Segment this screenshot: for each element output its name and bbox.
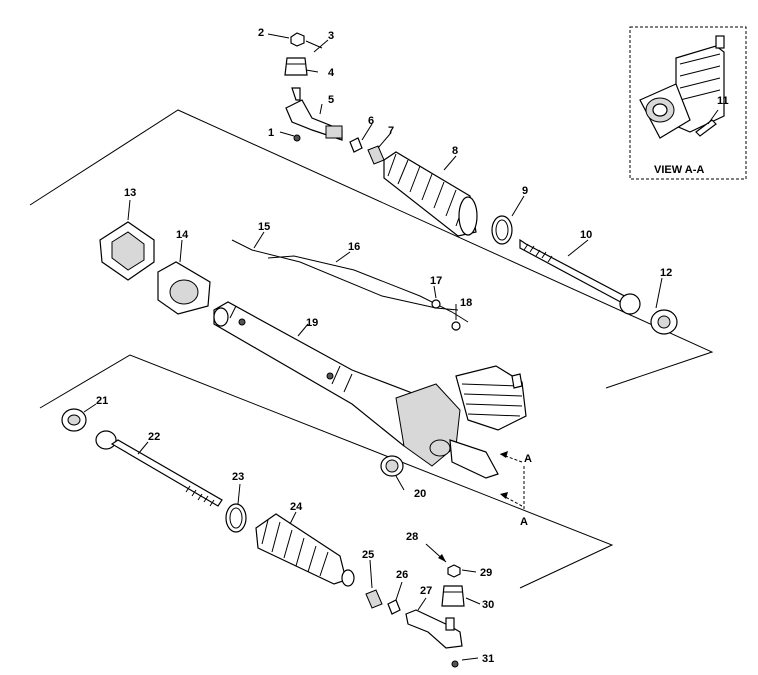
part-25-clamp — [365, 589, 383, 609]
part-21-bushing — [61, 408, 87, 432]
part-23-boot-clamp — [225, 503, 247, 533]
view-a-a-label: VIEW A-A — [654, 164, 704, 176]
part-1-grease-fitting — [293, 134, 301, 142]
section-mark-a-upper: A — [524, 453, 532, 465]
callout-16: 16 — [348, 241, 360, 253]
callout-2: 2 — [258, 27, 264, 39]
section-arrow-upper — [499, 451, 525, 510]
callout-20: 20 — [414, 488, 426, 500]
callout-23: 23 — [232, 471, 244, 483]
part-22-inner-tie-rod — [95, 430, 223, 507]
callout-3: 3 — [328, 30, 334, 42]
upper-assembly-plane — [29, 109, 714, 389]
callout-12: 12 — [660, 267, 672, 279]
part-27-outer-tie-rod-end — [405, 609, 463, 649]
callout-9: 9 — [522, 185, 528, 197]
part-15-fluid-line — [231, 239, 459, 311]
callout-labels: 2 3 4 5 1 6 7 8 9 10 11 12 13 14 15 16 1… — [96, 27, 729, 665]
callout-22: 22 — [148, 431, 160, 443]
callout-27: 27 — [420, 585, 432, 597]
part-19-rack-housing — [213, 301, 527, 479]
section-arrow-lower — [499, 492, 523, 507]
part-30-boot — [441, 585, 465, 607]
leader-lines — [83, 33, 719, 661]
part-6-jam-nut — [349, 137, 363, 153]
lower-assembly-plane — [39, 354, 614, 589]
part-14-grommet — [157, 261, 211, 315]
callout-11: 11 — [717, 95, 729, 107]
part-24-bellows-boot — [255, 513, 355, 587]
callout-1: 1 — [268, 127, 274, 139]
callout-8: 8 — [452, 145, 458, 157]
part-13-mounting-clamp — [99, 221, 155, 281]
part-29-nut — [447, 564, 461, 578]
part-8-bellows-boot — [383, 151, 478, 237]
part-26-jam-nut — [387, 599, 401, 615]
callout-28: 28 — [406, 531, 418, 543]
part-7-clamp — [367, 145, 385, 165]
callout-24: 24 — [290, 501, 303, 513]
callout-13: 13 — [124, 187, 136, 199]
callout-4: 4 — [328, 67, 335, 79]
part-12-bushing — [650, 309, 678, 335]
callout-26: 26 — [396, 569, 408, 581]
callout-31: 31 — [482, 653, 494, 665]
callout-30: 30 — [482, 599, 494, 611]
part-16-fluid-line — [267, 255, 469, 323]
callout-7: 7 — [388, 125, 394, 137]
callout-29: 29 — [480, 567, 492, 579]
section-mark-a-lower: A — [520, 516, 528, 528]
part-20-seal — [380, 455, 404, 477]
part-31-grease-fitting — [451, 660, 459, 668]
callout-25: 25 — [362, 549, 374, 561]
part-9-boot-clamp — [491, 215, 513, 245]
part-10-inner-tie-rod — [519, 238, 641, 315]
callout-5: 5 — [328, 94, 334, 106]
view-a-a-inset: VIEW A-A — [629, 26, 747, 180]
part-28-arrow — [425, 543, 447, 563]
callout-19: 19 — [306, 317, 318, 329]
callout-6: 6 — [368, 115, 374, 127]
callout-10: 10 — [580, 229, 592, 241]
callout-18: 18 — [460, 297, 472, 309]
callout-14: 14 — [176, 229, 189, 241]
part-4-boot — [284, 57, 308, 76]
part-5-outer-tie-rod-end — [285, 87, 343, 141]
part-17-o-ring — [431, 299, 441, 309]
part-2-nut — [290, 32, 305, 47]
callout-15: 15 — [258, 221, 270, 233]
callout-17: 17 — [430, 275, 442, 287]
part-18-o-ring — [451, 321, 461, 331]
callout-21: 21 — [96, 395, 108, 407]
